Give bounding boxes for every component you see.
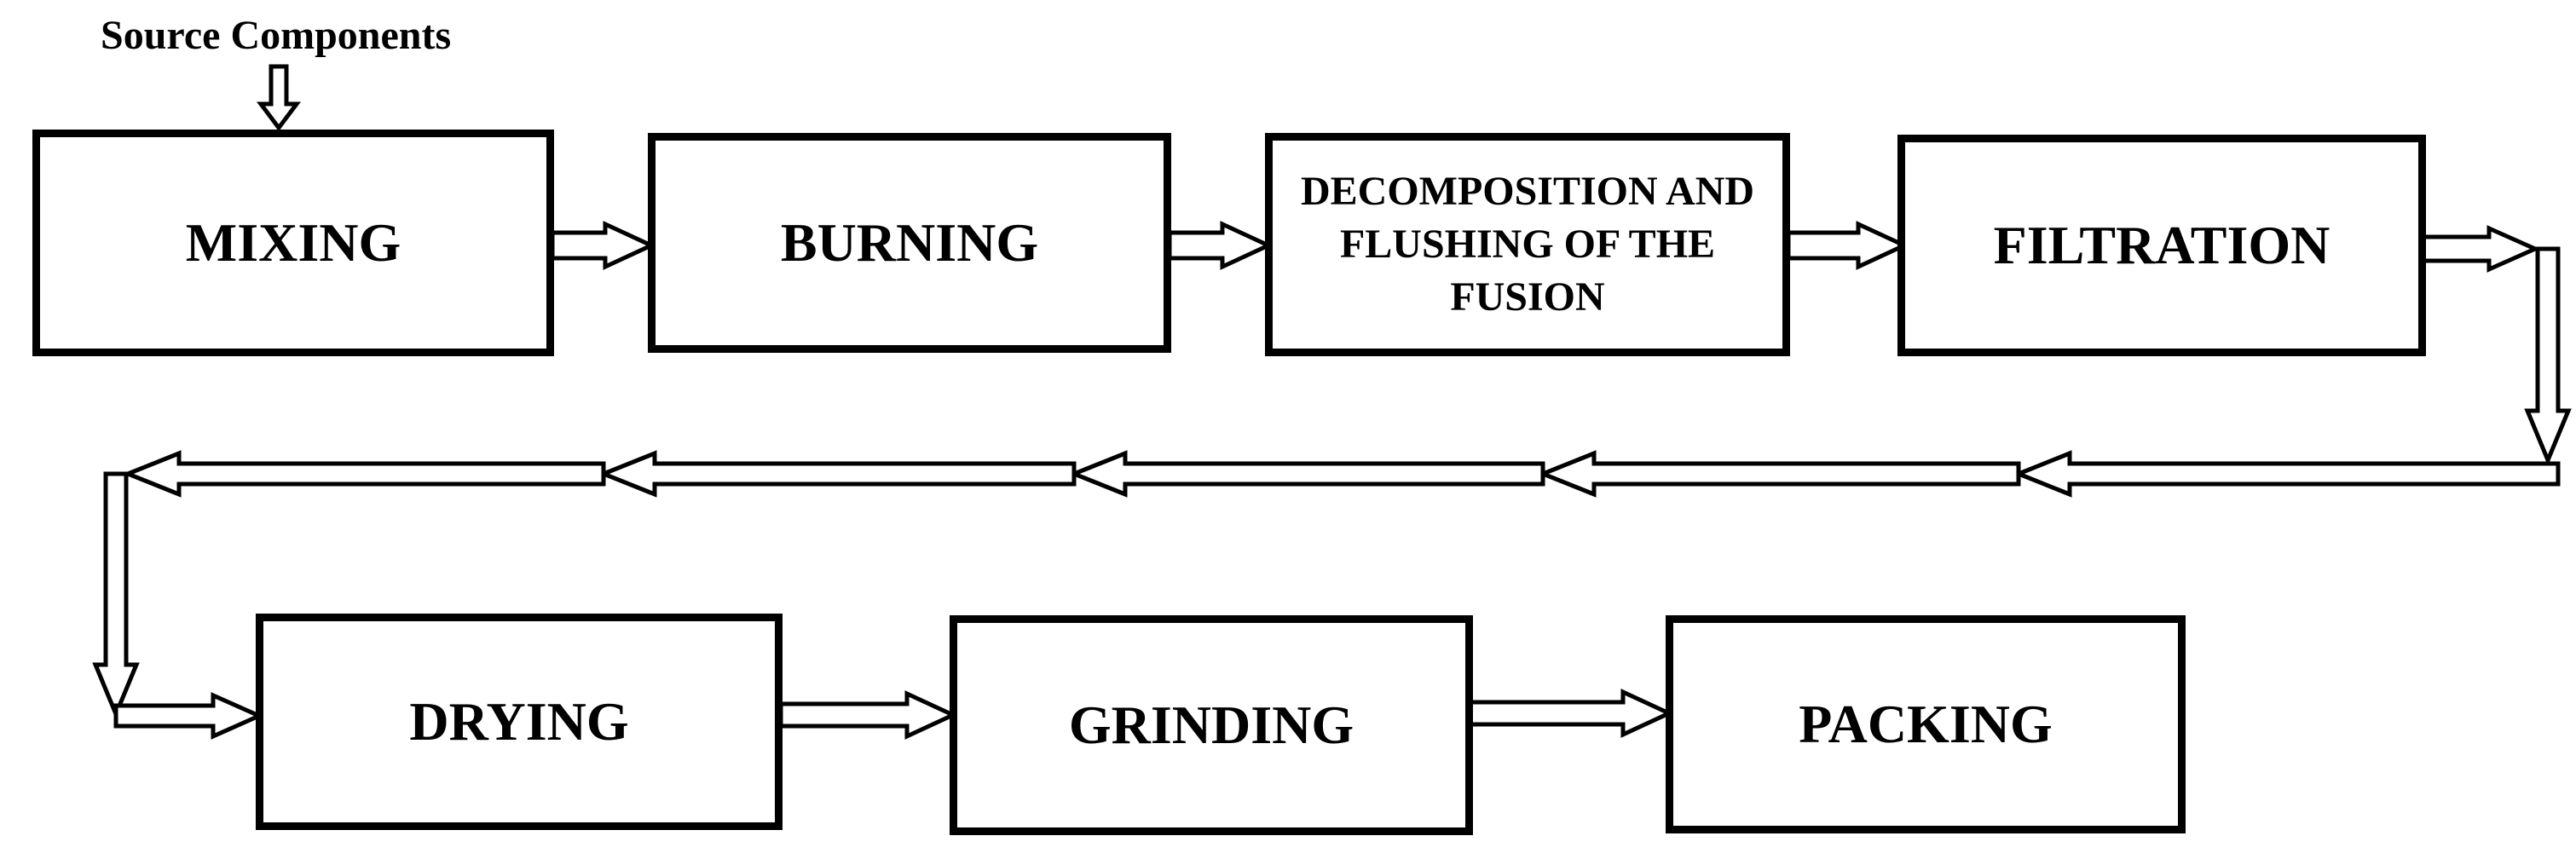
step-label-mixing: MIXING xyxy=(185,212,401,273)
step-box-grinding: GRINDING xyxy=(950,615,1473,835)
source-arrow xyxy=(257,64,301,132)
step-box-packing: PACKING xyxy=(1666,615,2186,833)
step-box-mixing: MIXING xyxy=(32,130,554,356)
arrow-into-drying xyxy=(113,692,265,740)
arrow-filtration-to-return xyxy=(2420,225,2541,273)
step-label-drying: DRYING xyxy=(409,691,629,752)
step-box-burning: BURNING xyxy=(648,133,1171,353)
step-label-packing: PACKING xyxy=(1799,694,2053,754)
arrow-return-down xyxy=(2524,246,2572,466)
source-components-label: Source Components xyxy=(101,13,452,58)
return-arrow-segment-1 xyxy=(2013,450,2561,498)
arrow-drying-to-grinding xyxy=(778,690,958,740)
arrow-return-left-down xyxy=(92,471,140,720)
step-label-grinding: GRINDING xyxy=(1068,695,1354,755)
arrow-mixing-to-burning xyxy=(550,221,656,270)
arrow-grinding-to-packing xyxy=(1467,689,1674,738)
step-box-drying: DRYING xyxy=(256,614,783,830)
return-arrow-segment-3 xyxy=(1068,450,1545,498)
arrow-burning-to-decomposition xyxy=(1167,221,1274,270)
step-label-filtration: FILTRATION xyxy=(1993,215,2331,275)
return-arrow-segment-2 xyxy=(1537,450,2021,498)
step-label-decomposition: DECOMPOSITION AND FLUSHING OF THE FUSION xyxy=(1300,169,1755,320)
step-label-burning: BURNING xyxy=(780,212,1039,273)
return-arrow-segment-4 xyxy=(598,450,1077,498)
return-arrow-segment-5 xyxy=(122,450,606,498)
step-box-filtration: FILTRATION xyxy=(1897,135,2426,356)
arrow-decomposition-to-filtration xyxy=(1786,221,1909,270)
step-box-decomposition: DECOMPOSITION AND FLUSHING OF THE FUSION xyxy=(1265,133,1790,356)
